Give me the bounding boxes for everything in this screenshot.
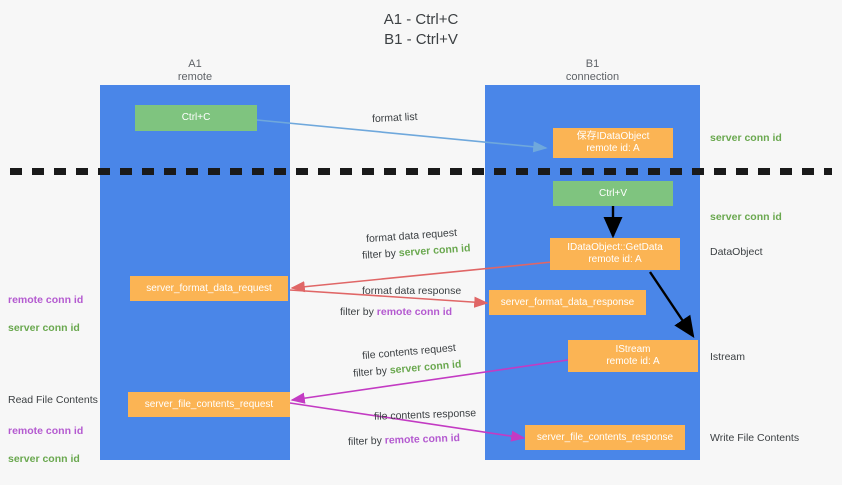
annotation-file-contents-response-filter: filter by remote conn id: [348, 431, 460, 449]
box-server-format-data-response-label: server_format_data_response: [500, 296, 635, 308]
box-save-idataobject-line1: 保存IDataObject: [576, 131, 650, 142]
annotation-format-data-response: format data response: [362, 285, 462, 297]
box-idataobject-getdata[interactable]: IDataObject::GetData remote id: A: [550, 238, 680, 270]
label-server-conn-id-2: server conn id: [8, 453, 80, 465]
box-server-file-contents-response[interactable]: server_file_contents_response: [525, 425, 685, 450]
filter-by-text-3: filter by: [352, 364, 391, 380]
label-server-conn-id-1: server conn id: [8, 322, 80, 334]
box-getdata-line1: IDataObject::GetData: [567, 242, 663, 253]
box-save-idataobject[interactable]: 保存IDataObject remote id: A: [553, 128, 673, 158]
box-istream-line2: remote id: A: [606, 356, 660, 367]
label-conn-ids-upper: remote conn id server conn id: [8, 279, 83, 349]
label-server-conn-id-mid: server conn id: [710, 211, 782, 223]
box-server-file-contents-request-label: server_file_contents_request: [144, 398, 274, 410]
label-conn-ids-lower: remote conn id server conn id: [8, 410, 83, 480]
server-conn-id-text-2: server conn id: [389, 358, 462, 377]
label-remote-conn-id-1: remote conn id: [8, 294, 84, 306]
box-server-format-data-response[interactable]: server_format_data_response: [489, 290, 646, 315]
box-ctrl-c[interactable]: Ctrl+C: [135, 105, 257, 131]
box-getdata-line2: remote id: A: [588, 254, 642, 265]
lane-header-a1: A1 remote: [177, 58, 213, 83]
dashed-separator: [10, 168, 832, 175]
annotation-format-list: format list: [371, 110, 418, 126]
page-title: A1 - Ctrl+C B1 - Ctrl+V: [383, 11, 459, 48]
box-ctrl-v[interactable]: Ctrl+V: [553, 181, 673, 206]
label-write-file-contents: Write File Contents: [710, 432, 800, 444]
annotation-format-data-response-filter: filter by remote conn id: [340, 305, 452, 319]
box-server-format-data-request[interactable]: server_format_data_request: [130, 276, 288, 301]
box-server-file-contents-response-label: server_file_contents_response: [536, 431, 674, 443]
lane-header-b1: B1 connection: [565, 58, 620, 83]
remote-conn-id-text: remote conn id: [376, 306, 453, 318]
box-save-idataobject-line2: remote id: A: [586, 143, 640, 154]
filter-by-text-4: filter by: [347, 434, 385, 448]
filter-by-text: filter by: [361, 247, 400, 262]
label-dataobject: DataObject: [710, 246, 763, 258]
label-read-file-contents: Read File Contents: [8, 394, 98, 406]
remote-conn-id-text-2: remote conn id: [384, 432, 461, 447]
box-istream-line1: IStream: [615, 344, 651, 355]
label-istream: Istream: [710, 351, 746, 363]
label-remote-conn-id-2: remote conn id: [8, 425, 84, 437]
box-ctrl-c-label: Ctrl+C: [181, 112, 211, 123]
box-server-file-contents-request[interactable]: server_file_contents_request: [128, 392, 290, 417]
box-istream[interactable]: IStream remote id: A: [568, 340, 698, 372]
annotation-file-contents-response: file contents response: [373, 407, 477, 423]
label-server-conn-id-top: server conn id: [710, 132, 782, 144]
server-conn-id-text: server conn id: [398, 242, 471, 260]
box-ctrl-v-label: Ctrl+V: [598, 187, 628, 199]
filter-by-text-2: filter by: [340, 306, 377, 318]
box-server-format-data-request-label: server_format_data_request: [146, 282, 272, 294]
